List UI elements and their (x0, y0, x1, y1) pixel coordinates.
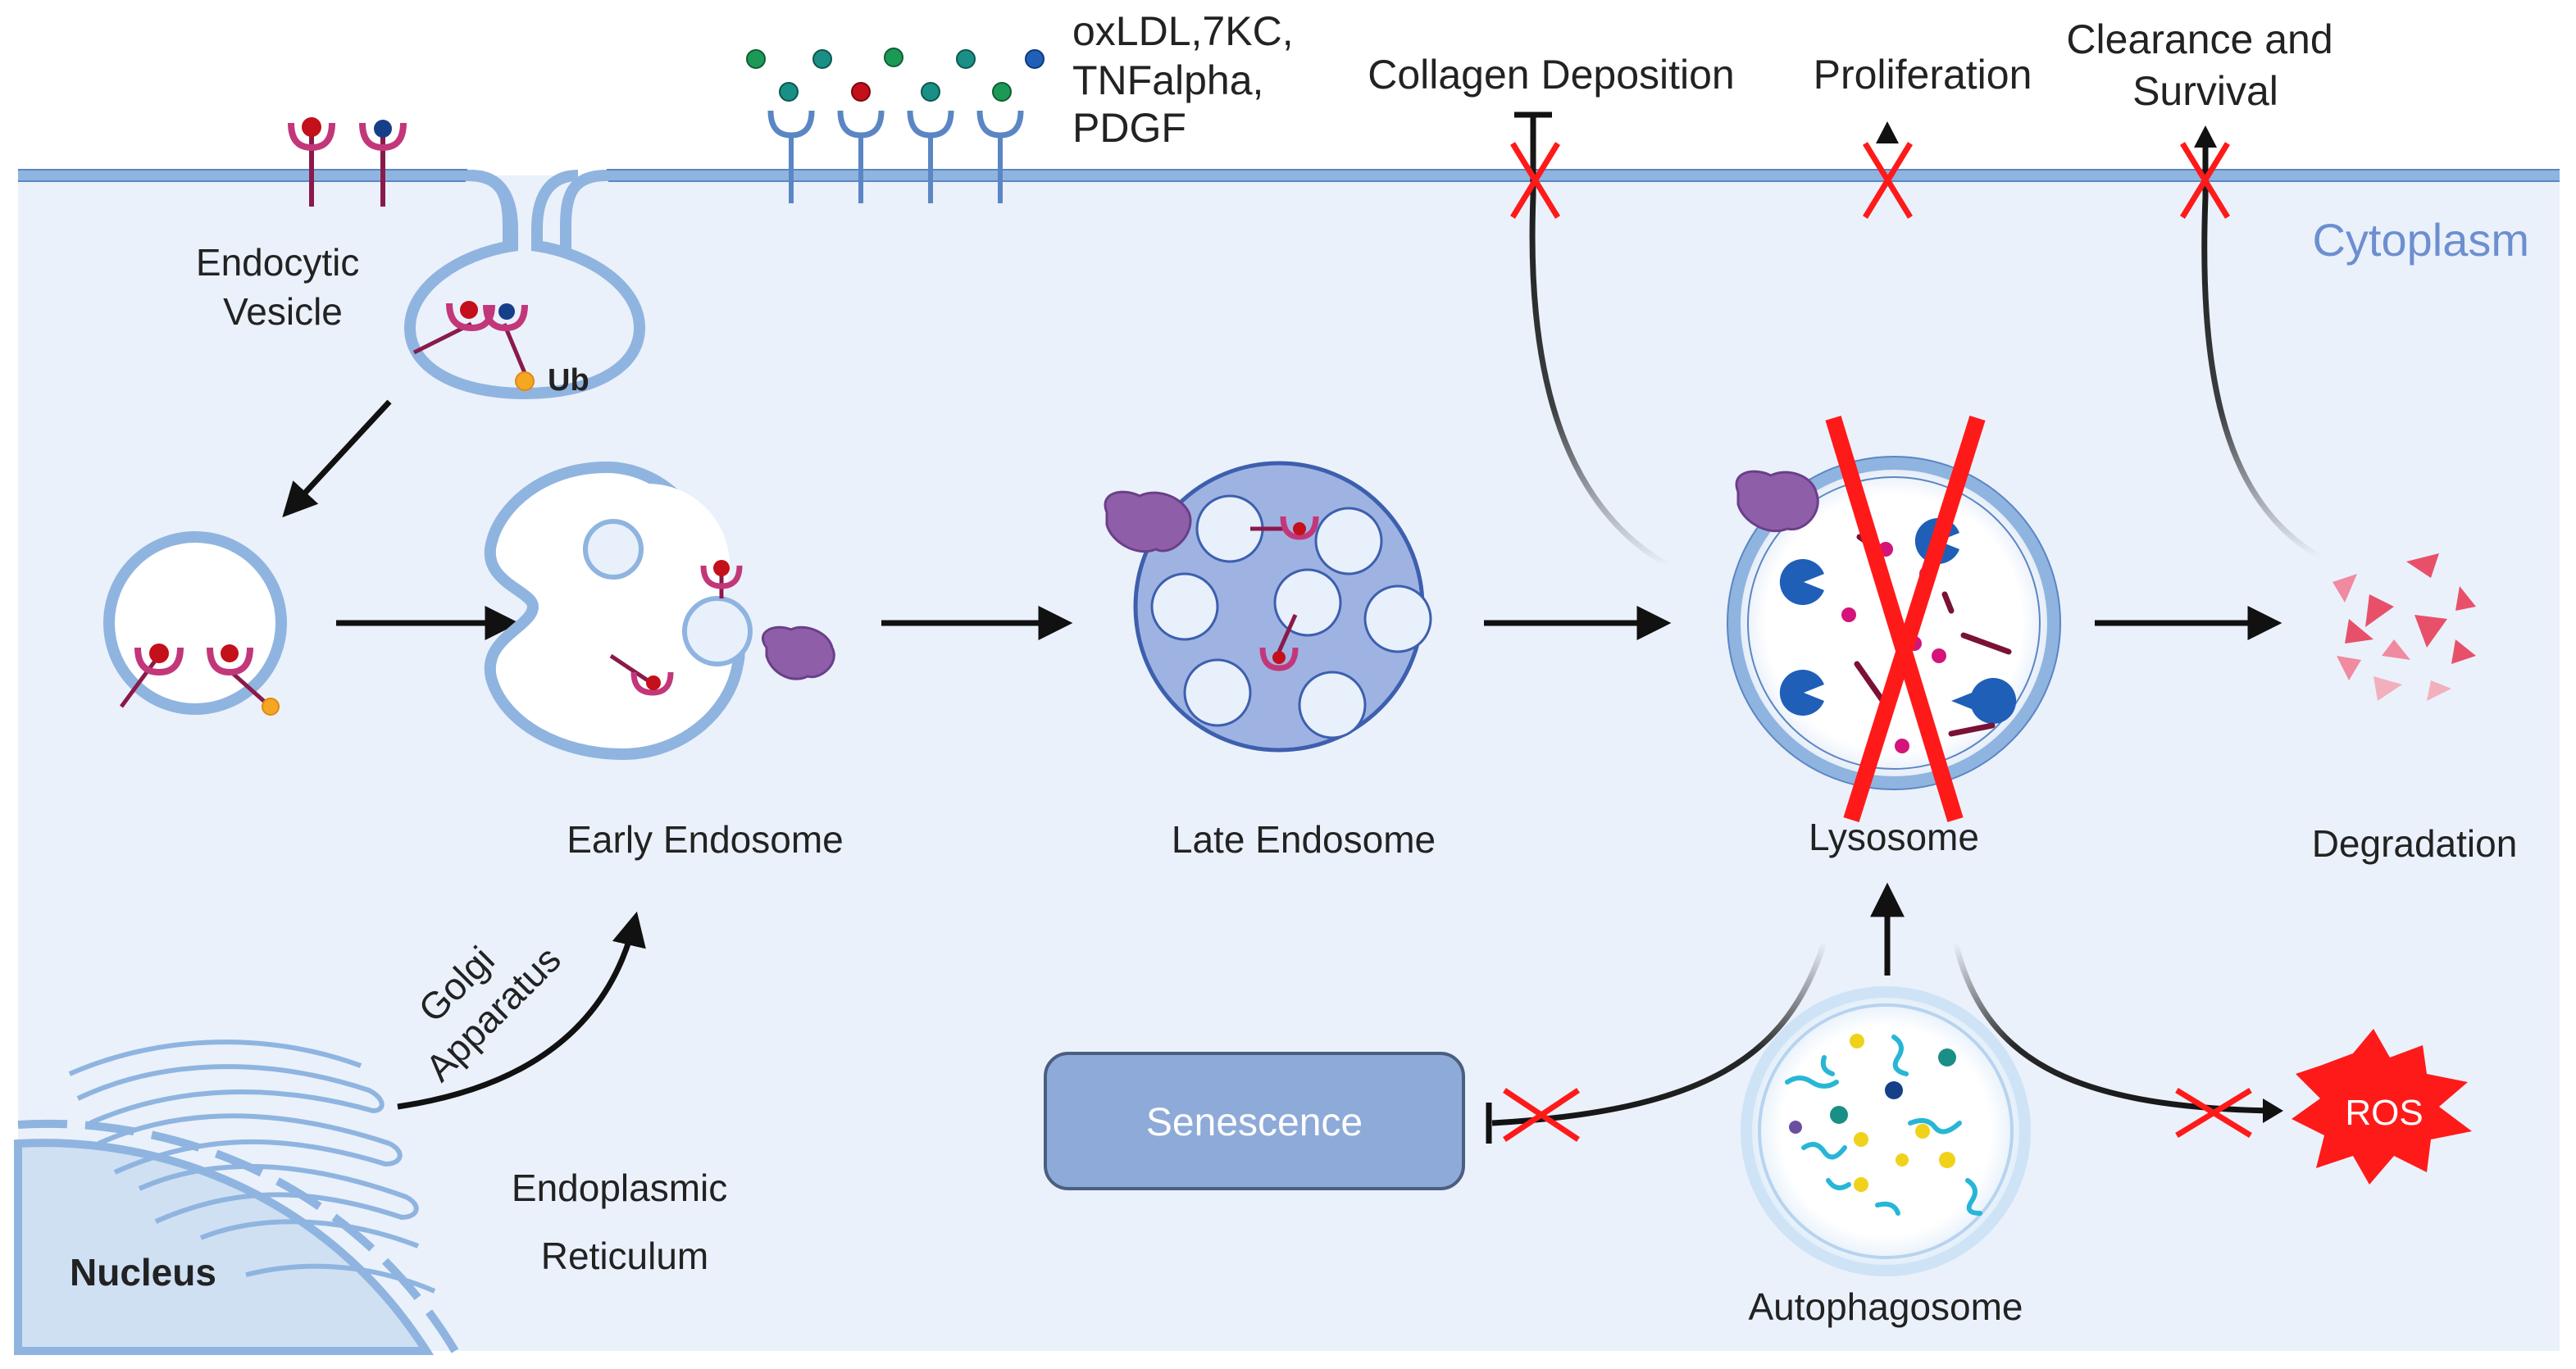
surface-receptors (288, 117, 407, 207)
pit-receptors (412, 301, 535, 391)
proliferation-block-x (1863, 142, 1913, 219)
blue-receptor-3 (907, 110, 954, 203)
arrow-to-ros (1952, 942, 2272, 1114)
arrow-golgi-to-early (397, 911, 646, 1110)
late-endosome-protein (1104, 490, 1192, 553)
ros-block-x (2175, 1088, 2252, 1138)
er-label: Endoplasmic Reticulum (512, 1167, 738, 1277)
blue-receptor-1 (767, 110, 815, 203)
internalized-vesicle (103, 531, 287, 716)
collagen-block-x (1510, 142, 1560, 219)
senescence-box (1044, 1052, 1465, 1190)
membrane-bg-cover (0, 0, 2576, 174)
autophagosome-label: Autophagosome (1748, 1285, 2023, 1328)
nucleus-label: Nucleus (70, 1251, 216, 1294)
lysosome-protein (1735, 470, 1819, 533)
arrow-pit-to-vesicle (282, 399, 392, 518)
ubiquitin-tag (515, 371, 535, 391)
senescence-block-x (1503, 1088, 1580, 1142)
degradation-fragments (2333, 553, 2476, 701)
clearance-arrowhead (2194, 125, 2217, 148)
endocytic-vesicle-label: Endocytic Vesicle (196, 241, 370, 333)
ros-label: ROS (2345, 1093, 2423, 1133)
plasma-membrane-outline (18, 169, 2560, 182)
senescence-label: Senescence (1146, 1101, 1363, 1144)
endocytic-pit (403, 170, 646, 400)
lysosome-block-x (1825, 416, 1986, 822)
autophagosome (1741, 986, 2031, 1276)
early-endosome-label: Early Endosome (567, 818, 844, 861)
proliferation-label: Proliferation (1814, 52, 2032, 98)
late-endosome-label: Late Endosome (1172, 818, 1436, 861)
ub-label: Ub (548, 363, 589, 398)
arrow-to-clearance (2201, 139, 2322, 561)
late-endosome (1104, 461, 1432, 753)
ligands-label: oxLDL,7KC, TNFalpha, PDGF (1072, 8, 1305, 151)
receptor-blue-ligand (359, 120, 407, 207)
floating-ligands (746, 48, 1045, 102)
proliferation-arrowhead (1876, 121, 1899, 143)
lysosome-label: Lysosome (1809, 816, 1979, 858)
ros-arrowhead (2263, 1098, 2283, 1123)
blue-receptor-2 (837, 110, 885, 203)
endoplasmic-reticulum (68, 1039, 436, 1294)
early-endosome (484, 461, 835, 761)
early-endosome-protein (761, 625, 835, 680)
clearance-survival-label: Clearance and Survival (2066, 16, 2344, 114)
clearance-block-x (2180, 142, 2230, 219)
arrow-to-senescence (1491, 941, 1827, 1126)
ligand-receptors (767, 110, 1024, 203)
receptor-red-ligand (288, 117, 335, 207)
cytoplasm-label: Cytoplasm (2312, 214, 2529, 266)
degradation-label: Degradation (2312, 822, 2518, 865)
arrow-to-collagen (1529, 115, 1670, 569)
collagen-deposition-label: Collagen Deposition (1368, 52, 1735, 98)
ros-burst (2292, 1029, 2472, 1185)
blue-receptor-4 (976, 110, 1024, 203)
